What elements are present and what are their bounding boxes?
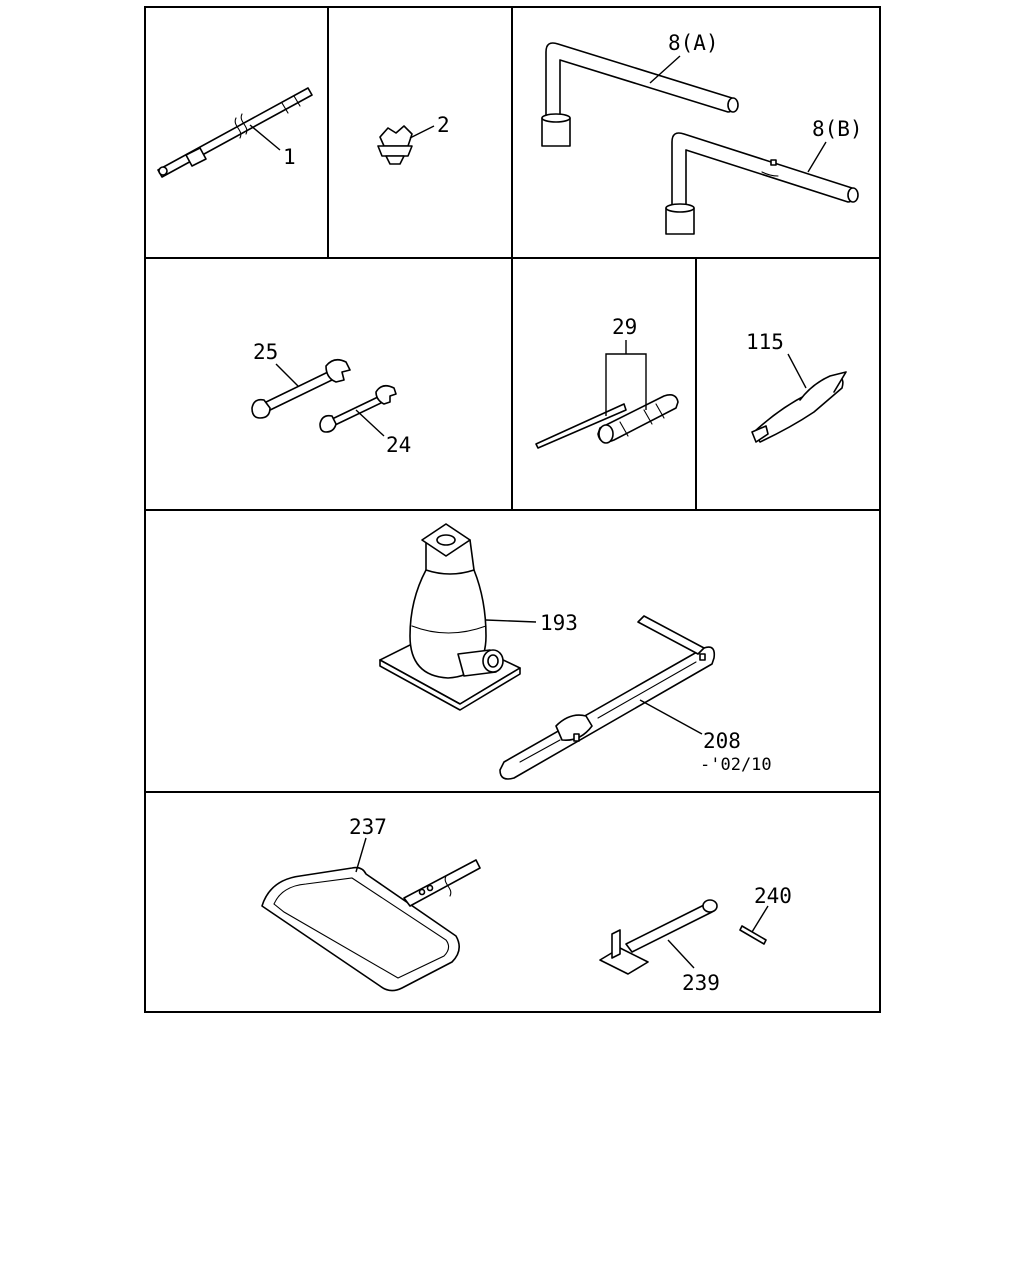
part-8a-label: 8(A)	[668, 31, 719, 55]
part-25-leader	[275, 363, 299, 387]
part-25-wrench-illustration	[251, 358, 351, 419]
part-2-clip-illustration	[377, 125, 413, 165]
part-115-leader	[787, 353, 807, 389]
part-193-leader	[485, 619, 537, 623]
part-240-leader	[751, 905, 769, 933]
part-8b-label: 8(B)	[812, 117, 863, 141]
part-193-jack-illustration	[379, 523, 521, 711]
part-24-label: 24	[386, 433, 411, 457]
part-237-leader	[355, 837, 367, 873]
part-237-label: 237	[349, 815, 387, 839]
diagram-frame	[144, 6, 881, 1013]
part-239-leader	[667, 939, 695, 969]
part-208-handle-illustration	[499, 615, 716, 780]
part-1-label: 1	[283, 145, 296, 169]
part-208-date-note: -'02/10	[700, 755, 772, 775]
part-208-leader	[639, 699, 703, 735]
part-8a-wrench-illustration	[541, 42, 739, 147]
part-24-leader	[355, 409, 385, 437]
part-29-screwdriver-illustration	[535, 394, 679, 449]
part-193-label: 193	[540, 611, 578, 635]
part-29-label: 29	[612, 315, 637, 339]
part-208-label: 208	[703, 729, 741, 753]
part-8b-wrench-illustration	[665, 132, 859, 235]
part-240-pin-illustration	[739, 925, 767, 945]
part-8b-leader	[807, 141, 827, 173]
part-1-leader	[249, 124, 281, 151]
part-25-label: 25	[253, 340, 278, 364]
part-239-label: 239	[682, 971, 720, 995]
part-2-leader	[409, 125, 435, 139]
part-240-label: 240	[754, 884, 792, 908]
part-2-label: 2	[437, 113, 450, 137]
part-115-label: 115	[746, 330, 784, 354]
part-115-pliers-illustration	[751, 371, 847, 443]
part-24-wrench-illustration	[319, 384, 397, 433]
part-239-bracket-illustration	[599, 899, 718, 975]
part-1-rod-illustration	[157, 87, 313, 178]
part-8a-leader	[649, 55, 681, 84]
part-237-bag-illustration	[261, 859, 481, 992]
part-29-leader	[605, 340, 647, 416]
